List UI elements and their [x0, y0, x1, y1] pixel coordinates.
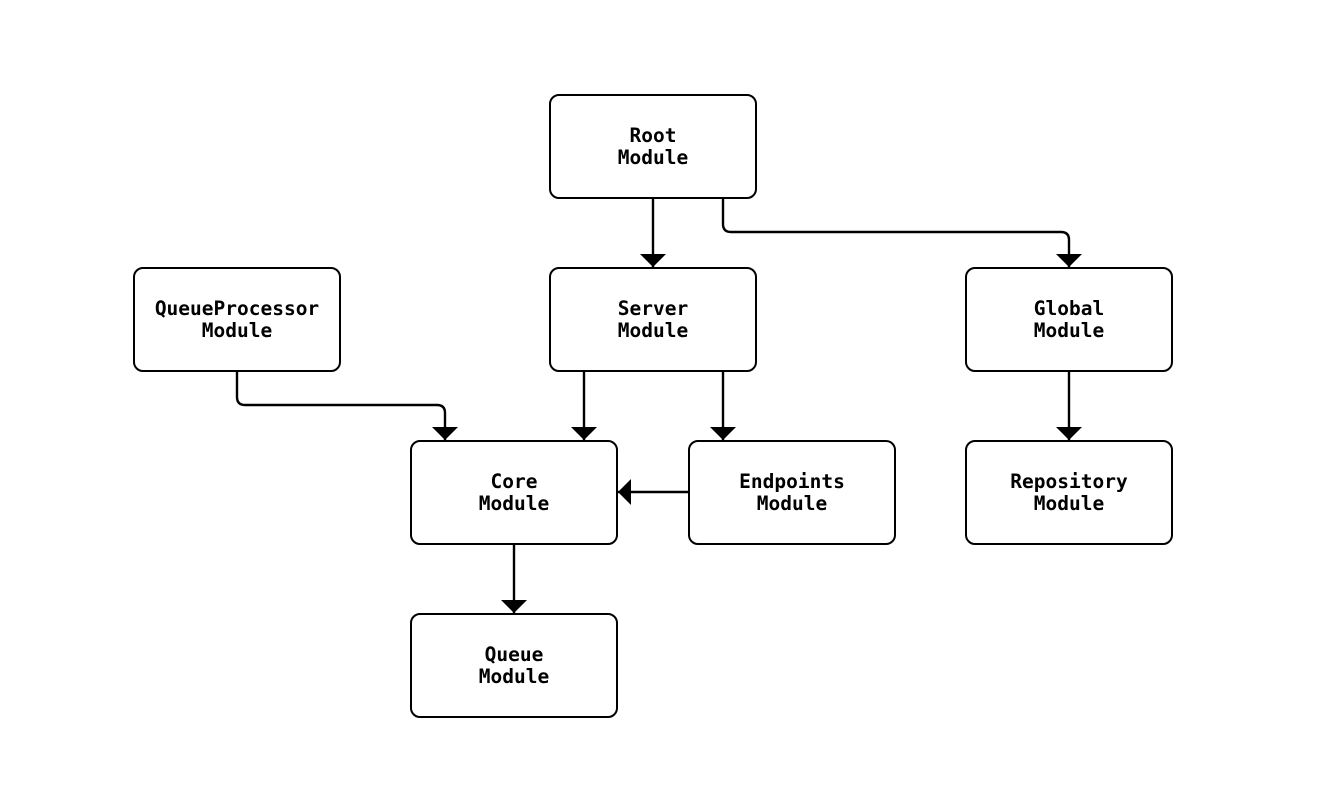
node-label-line: Module [617, 145, 689, 169]
node-label-line: Module [478, 664, 550, 688]
node-label-line: Root [629, 123, 677, 147]
node-label-line: Queue [484, 642, 544, 666]
node-label-line: Module [478, 491, 550, 515]
edge-queueprocessor-to-core [235, 372, 458, 440]
node-label-line: Module [201, 318, 273, 342]
node-label-line: Repository [1010, 469, 1128, 493]
edge-root-to-global [721, 199, 1082, 267]
node-label-line: Module [617, 318, 689, 342]
node-label-line: Module [1033, 491, 1105, 515]
node-label-line: Module [756, 491, 828, 515]
node-label-line: QueueProcessor [154, 296, 320, 320]
node-label-line: Global [1033, 296, 1105, 320]
node-label-line: Core [490, 469, 538, 493]
node-label-line: Module [1033, 318, 1105, 342]
node-label-line: Server [617, 296, 689, 320]
node-label-line: Endpoints [739, 469, 845, 493]
